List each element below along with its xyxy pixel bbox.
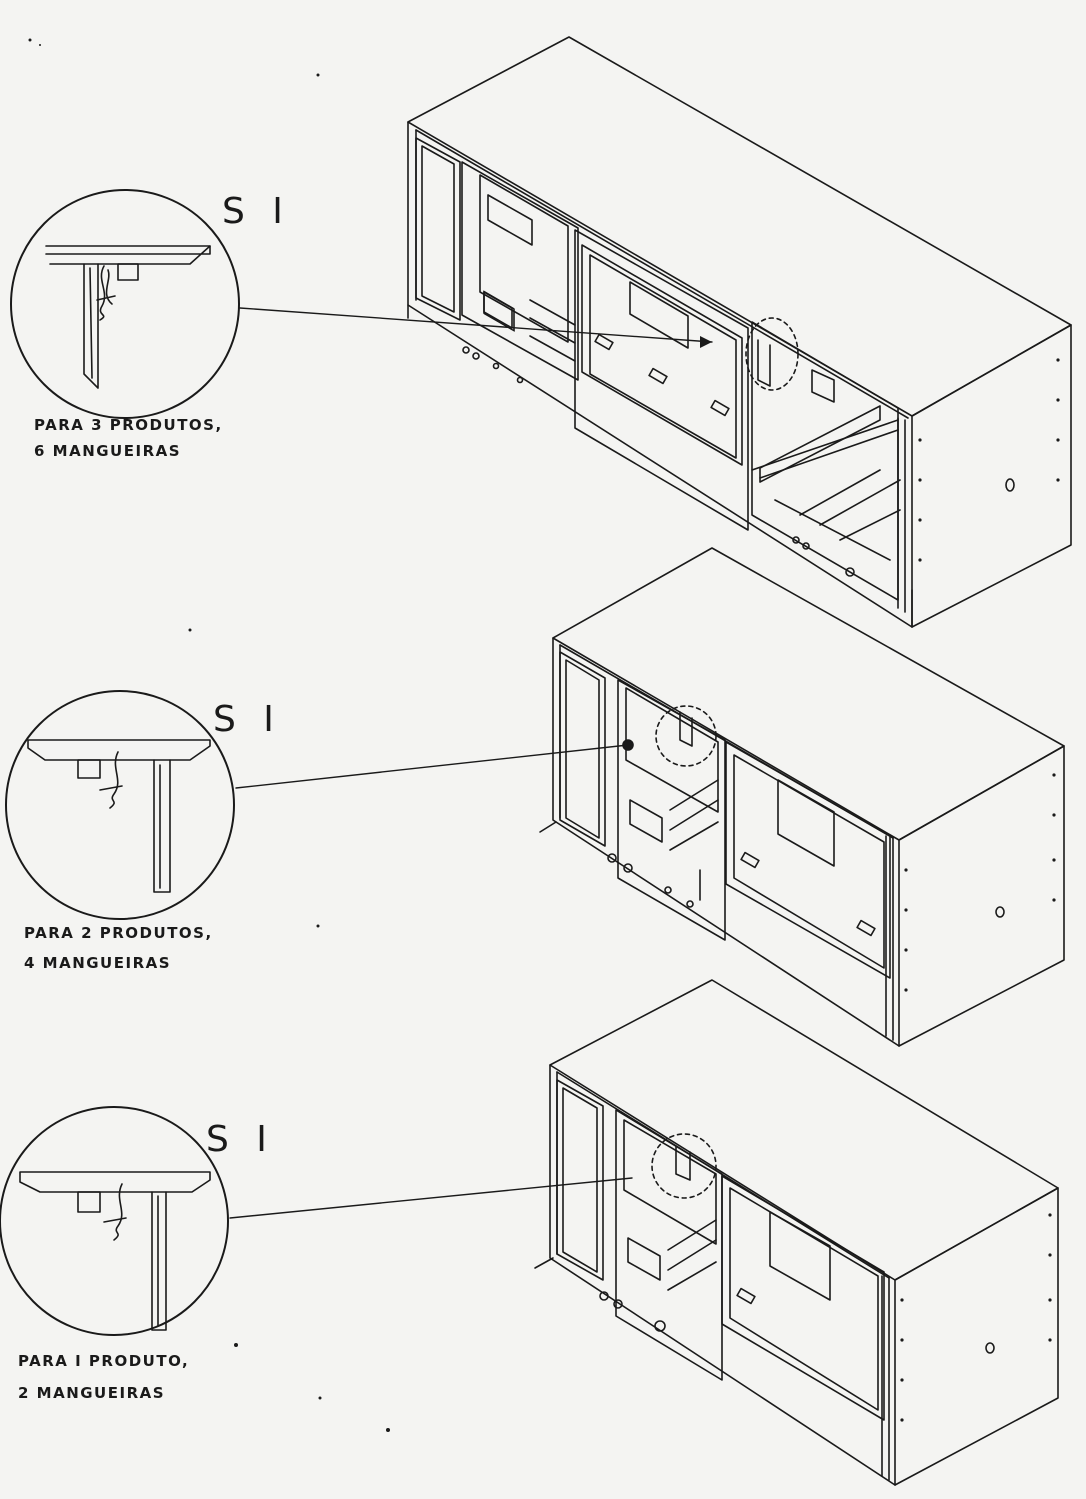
cabinet-side-panel xyxy=(898,745,1065,1047)
leader-line-2-products xyxy=(235,744,629,789)
scan-specks xyxy=(28,38,390,1432)
cabinet-front-outline xyxy=(552,637,900,1047)
caption-line-2: 6 MANGUEIRAS xyxy=(34,442,182,460)
cabinet-top-panel xyxy=(549,979,1059,1281)
detail-magnifier-2-products xyxy=(5,690,235,920)
cabinet-front-outline xyxy=(549,1064,896,1486)
caption-line-1: PARA I PRODUTO, xyxy=(18,1352,190,1370)
detail-magnifier-3-products xyxy=(10,189,240,419)
caption-line-2: 2 MANGUEIRAS xyxy=(18,1384,166,1402)
cabinet-front-outline xyxy=(407,121,913,628)
caption-line-1: PARA 3 PRODUTOS, xyxy=(34,416,223,434)
cabinet-side-panel xyxy=(894,1187,1059,1486)
detail-highlight-circle xyxy=(655,705,717,767)
cabinet-side-panel xyxy=(911,324,1072,628)
detail-label-si: S I xyxy=(206,1119,275,1160)
detail-highlight-circle xyxy=(651,1133,717,1199)
cabinet-top-panel xyxy=(407,36,1072,417)
detail-magnifier-1-product xyxy=(0,1106,229,1336)
cabinet-1-product xyxy=(534,979,1059,1486)
cabinet-3-products xyxy=(407,36,1072,628)
caption-line-2: 4 MANGUEIRAS xyxy=(24,954,172,972)
detail-label-si: S I xyxy=(213,699,282,740)
leader-line-1-product xyxy=(229,1177,633,1219)
leader-line-3-products xyxy=(239,307,713,343)
caption-line-1: PARA 2 PRODUTOS, xyxy=(24,924,213,942)
cabinet-2-products xyxy=(539,547,1065,1047)
detail-highlight-circle xyxy=(745,317,799,391)
detail-label-si: S I xyxy=(222,191,291,232)
cabinet-top-panel xyxy=(552,547,1065,841)
